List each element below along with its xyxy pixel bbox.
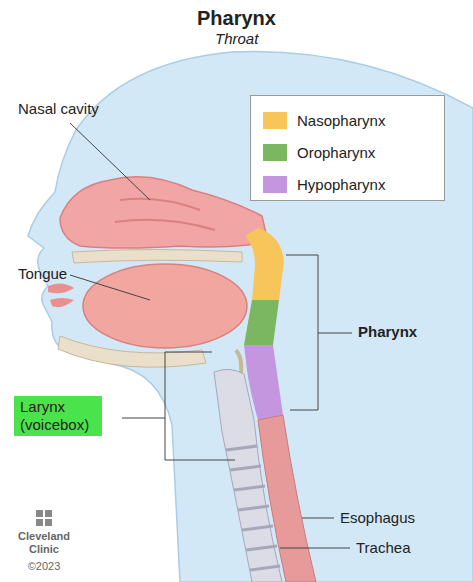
part-label: Nasal cavity	[18, 100, 99, 118]
legend-swatch	[263, 112, 287, 129]
nasal-cavity-shape	[60, 177, 268, 248]
legend-row: Hypopharynx	[263, 174, 385, 194]
logo-square	[45, 510, 52, 517]
nasal-turbinates	[115, 199, 215, 230]
oropharynx-shape	[244, 300, 279, 345]
legend-row: Nasopharynx	[263, 110, 385, 130]
legend-box: NasopharynxOropharynxHypopharynx	[250, 95, 445, 201]
subtitle: Throat	[215, 30, 258, 48]
logo-text: Cleveland Clinic	[12, 530, 76, 556]
trachea-shape	[214, 369, 282, 582]
clinic-logo	[36, 510, 52, 526]
part-label: Larynx (voicebox)	[14, 396, 102, 436]
legend-swatch	[263, 176, 287, 193]
part-label: Pharynx	[358, 323, 417, 341]
leader-line	[70, 275, 150, 300]
diagram-title: Pharynx	[197, 6, 276, 30]
leader-line	[70, 123, 150, 200]
head-silhouette	[28, 51, 473, 582]
logo-square	[36, 510, 43, 517]
part-label: Trachea	[356, 539, 410, 557]
legend-row: Oropharynx	[263, 142, 375, 162]
legend-text: Oropharynx	[297, 144, 375, 161]
leader-line	[302, 518, 334, 519]
tongue-shape	[83, 264, 247, 348]
legend-text: Nasopharynx	[297, 112, 385, 129]
hard-palate	[72, 250, 242, 264]
bracket	[122, 352, 235, 460]
part-label: Esophagus	[340, 509, 415, 527]
logo-square	[36, 519, 43, 526]
trachea-rings	[226, 446, 280, 570]
bracket	[286, 255, 352, 410]
copyright-note: ©2023	[12, 560, 76, 573]
leader-line	[280, 548, 350, 549]
part-label: Tongue	[18, 265, 67, 283]
legend-swatch	[263, 144, 287, 161]
logo-square	[45, 519, 52, 526]
legend-text: Hypopharynx	[297, 176, 385, 193]
nasopharynx-shape	[245, 228, 284, 300]
lips	[48, 283, 74, 307]
